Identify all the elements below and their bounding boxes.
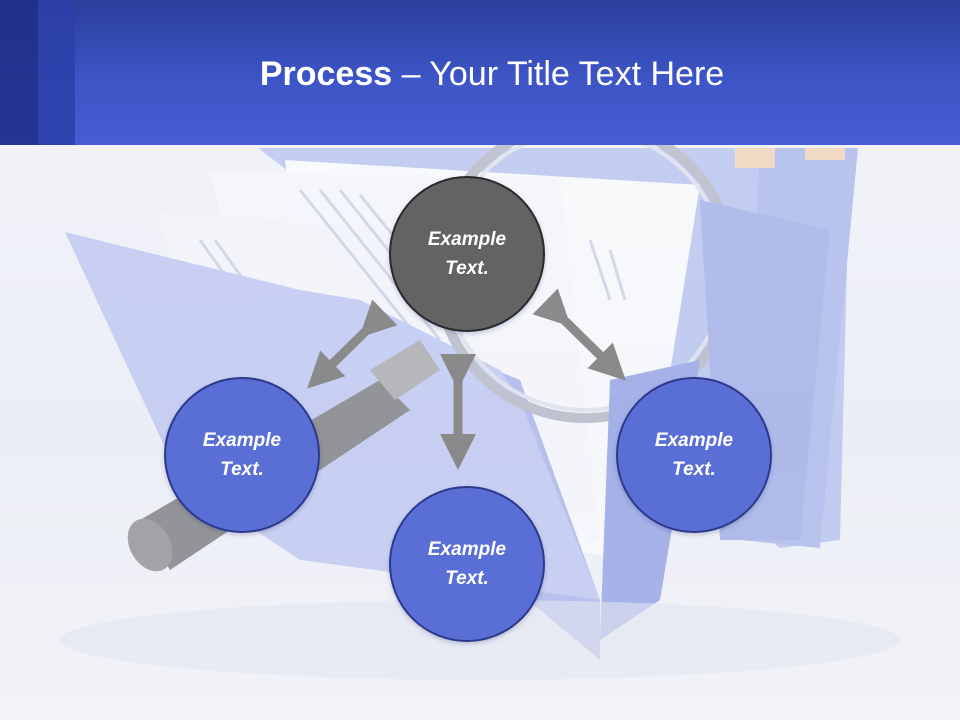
header-accent-strip bbox=[0, 0, 38, 145]
bottom-circle-text: Example Text. bbox=[427, 539, 507, 589]
center-circle-text: Example Text. bbox=[427, 229, 507, 279]
slide-title: Process – Your Title Text Here bbox=[0, 50, 960, 98]
slide-title-rest: – Your Title Text Here bbox=[392, 55, 725, 93]
right-circle-text: Example Text. bbox=[654, 430, 734, 480]
arrow-center-right bbox=[532, 288, 626, 381]
left-circle-text: Example Text. bbox=[202, 430, 282, 480]
right-circle: Example Text. bbox=[616, 377, 772, 533]
center-circle: Example Text. bbox=[389, 176, 545, 332]
arrow-center-left bbox=[307, 299, 398, 389]
bottom-circle: Example Text. bbox=[389, 486, 545, 642]
header-accent-strip bbox=[38, 0, 75, 145]
left-circle: Example Text. bbox=[164, 377, 320, 533]
slide-title-bold: Process bbox=[259, 55, 393, 93]
title-bar: Process – Your Title Text Here bbox=[0, 0, 960, 145]
